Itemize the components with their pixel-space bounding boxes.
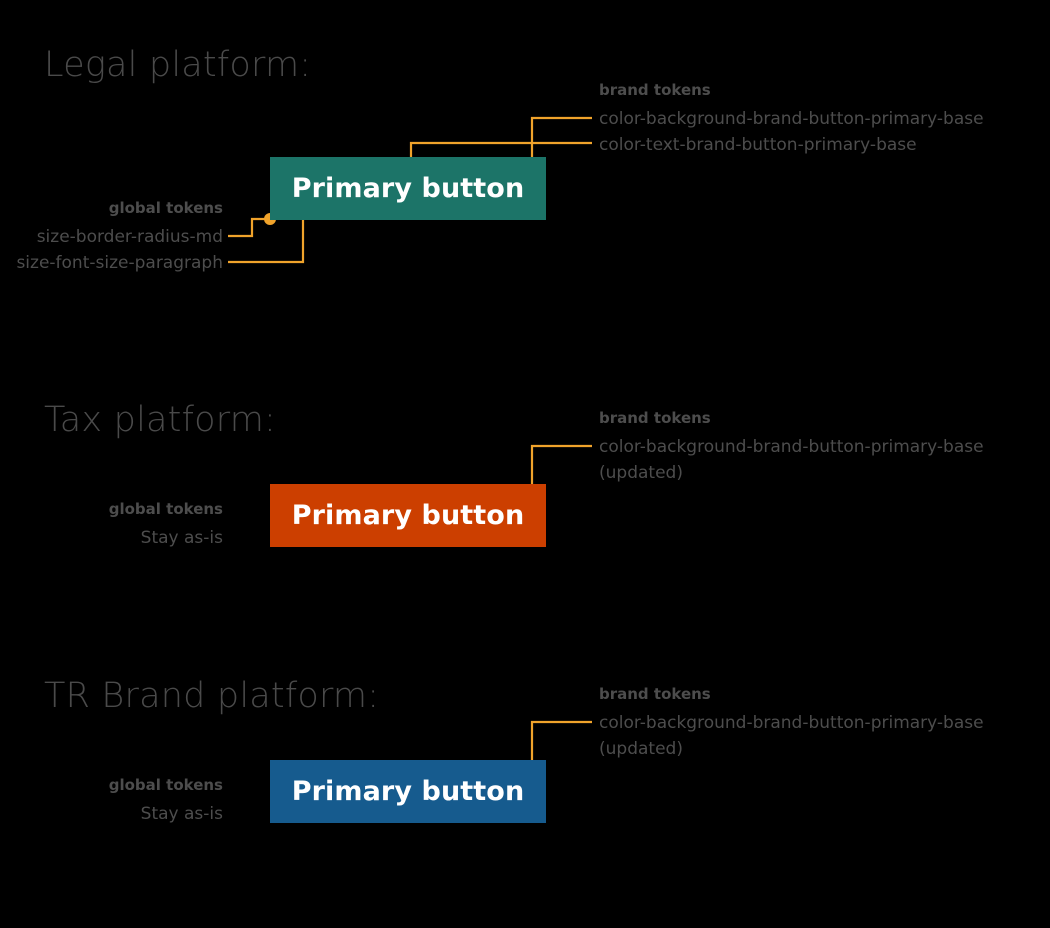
legal-line-border-radius bbox=[228, 217, 270, 238]
annotation-heading: global tokens bbox=[108, 199, 223, 217]
annotation-global-tokens-legal: global tokens size-border-radius-md size… bbox=[16, 201, 223, 277]
annotation-line: Stay as-is bbox=[140, 804, 223, 824]
annotation-line: color-background-brand-button-primary-ba… bbox=[599, 109, 984, 129]
annotation-global-tokens-tr-brand: global tokens Stay as-is bbox=[109, 778, 223, 827]
annotation-brand-tokens-legal: brand tokens color-background-brand-butt… bbox=[599, 83, 984, 159]
primary-button-legal[interactable]: Primary button bbox=[270, 157, 546, 220]
annotation-heading: brand tokens bbox=[599, 409, 711, 427]
annotation-line: color-background-brand-button-primary-ba… bbox=[599, 437, 984, 457]
annotation-line: Stay as-is bbox=[140, 528, 223, 548]
annotation-line: color-text-brand-button-primary-base bbox=[599, 135, 917, 156]
annotation-global-tokens-tax: global tokens Stay as-is bbox=[109, 502, 223, 551]
section-title-legal: Legal platform: bbox=[44, 45, 312, 85]
section-title-tr-brand: TR Brand platform: bbox=[44, 676, 380, 716]
annotation-heading: global tokens bbox=[108, 500, 223, 518]
primary-button-tax[interactable]: Primary button bbox=[270, 484, 546, 547]
annotation-brand-tokens-tax: brand tokens color-background-brand-butt… bbox=[599, 411, 984, 487]
section-title-tax: Tax platform: bbox=[44, 400, 276, 440]
annotation-line: size-border-radius-md bbox=[36, 227, 223, 247]
annotation-heading: brand tokens bbox=[599, 685, 711, 703]
annotation-line: (updated) bbox=[599, 739, 683, 760]
annotation-brand-tokens-tr-brand: brand tokens color-background-brand-butt… bbox=[599, 687, 984, 763]
annotation-line: size-font-size-paragraph bbox=[16, 253, 223, 274]
annotation-line: color-background-brand-button-primary-ba… bbox=[599, 713, 984, 733]
annotation-line: (updated) bbox=[599, 463, 683, 484]
primary-button-tr-brand[interactable]: Primary button bbox=[270, 760, 546, 823]
annotation-heading: global tokens bbox=[108, 776, 223, 794]
annotation-heading: brand tokens bbox=[599, 81, 711, 99]
